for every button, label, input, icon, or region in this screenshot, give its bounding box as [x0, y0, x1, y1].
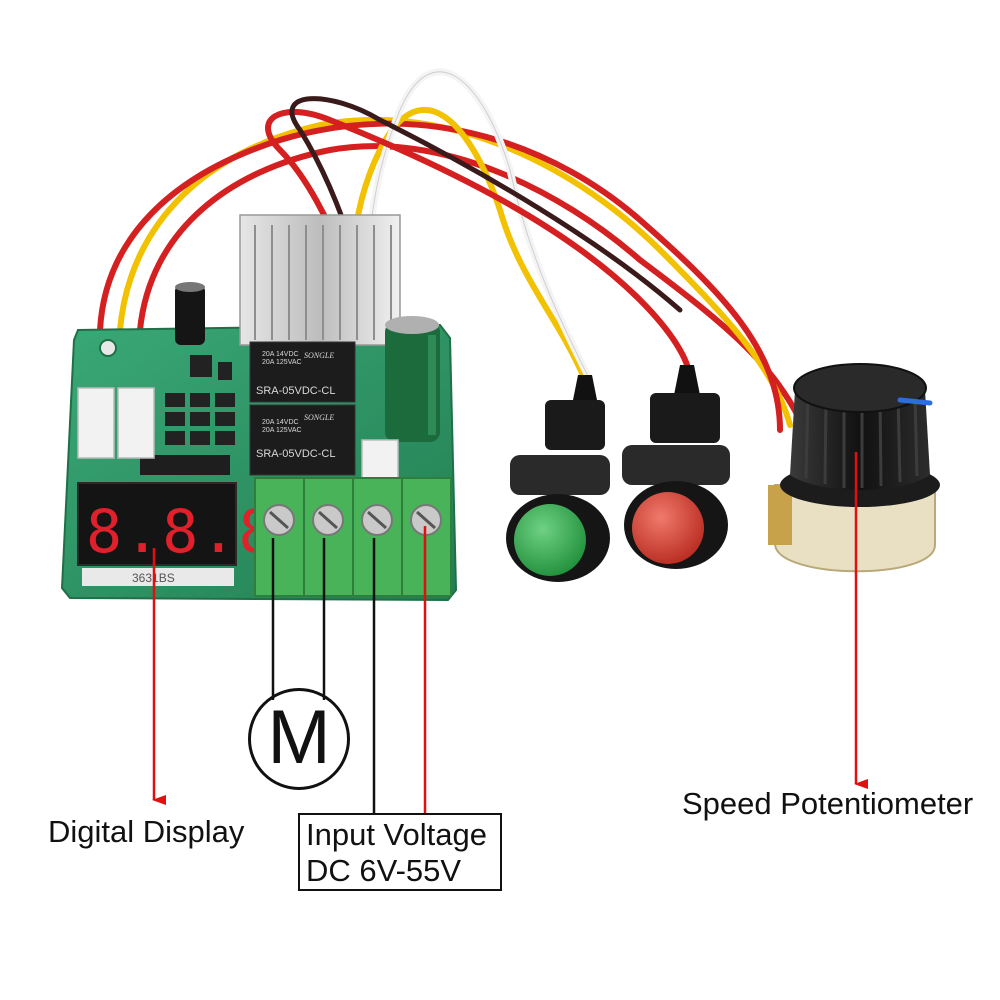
motor-symbol: M — [248, 688, 350, 790]
small-capacitor — [175, 282, 205, 345]
relay-top-model: SRA-05VDC-CL — [256, 385, 335, 397]
red-push-button — [622, 365, 730, 569]
heatsink — [239, 214, 401, 346]
green-push-button — [506, 375, 610, 582]
input-voltage-range: DC 6V-55V — [306, 853, 462, 888]
smd-components — [140, 355, 235, 475]
relay-top-brand: SONGLE — [304, 351, 334, 360]
relay-top-spec2: 20A 125VAC — [262, 359, 302, 366]
speed-potentiometer-label: Speed Potentiometer — [682, 786, 974, 821]
relay-bottom-model: SRA-05VDC-CL — [256, 448, 335, 460]
input-voltage-box: Input Voltage DC 6V-55V — [298, 813, 502, 891]
callout-arrows — [152, 452, 868, 813]
relay-top-spec1: 20A 14VDC — [262, 351, 299, 358]
input-voltage-label: Input Voltage — [306, 817, 487, 852]
relay-bottom-spec2: 20A 125VAC — [262, 427, 302, 434]
large-capacitor — [385, 316, 440, 442]
terminal-block — [254, 477, 452, 597]
digital-display-label: Digital Display — [48, 814, 245, 849]
knob-marker-icon — [897, 397, 933, 406]
motor-wires — [271, 538, 326, 700]
relay-bottom: 20A 14VDC 20A 125VAC SONGLE SRA-05VDC-CL — [249, 404, 356, 476]
connector-left — [77, 387, 155, 459]
speed-potentiometer — [768, 363, 940, 573]
relay-bottom-spec1: 20A 14VDC — [262, 419, 299, 426]
relay-top: 20A 14VDC 20A 125VAC SONGLE SRA-05VDC-CL — [249, 341, 356, 403]
relay-bottom-brand: SONGLE — [304, 413, 334, 422]
